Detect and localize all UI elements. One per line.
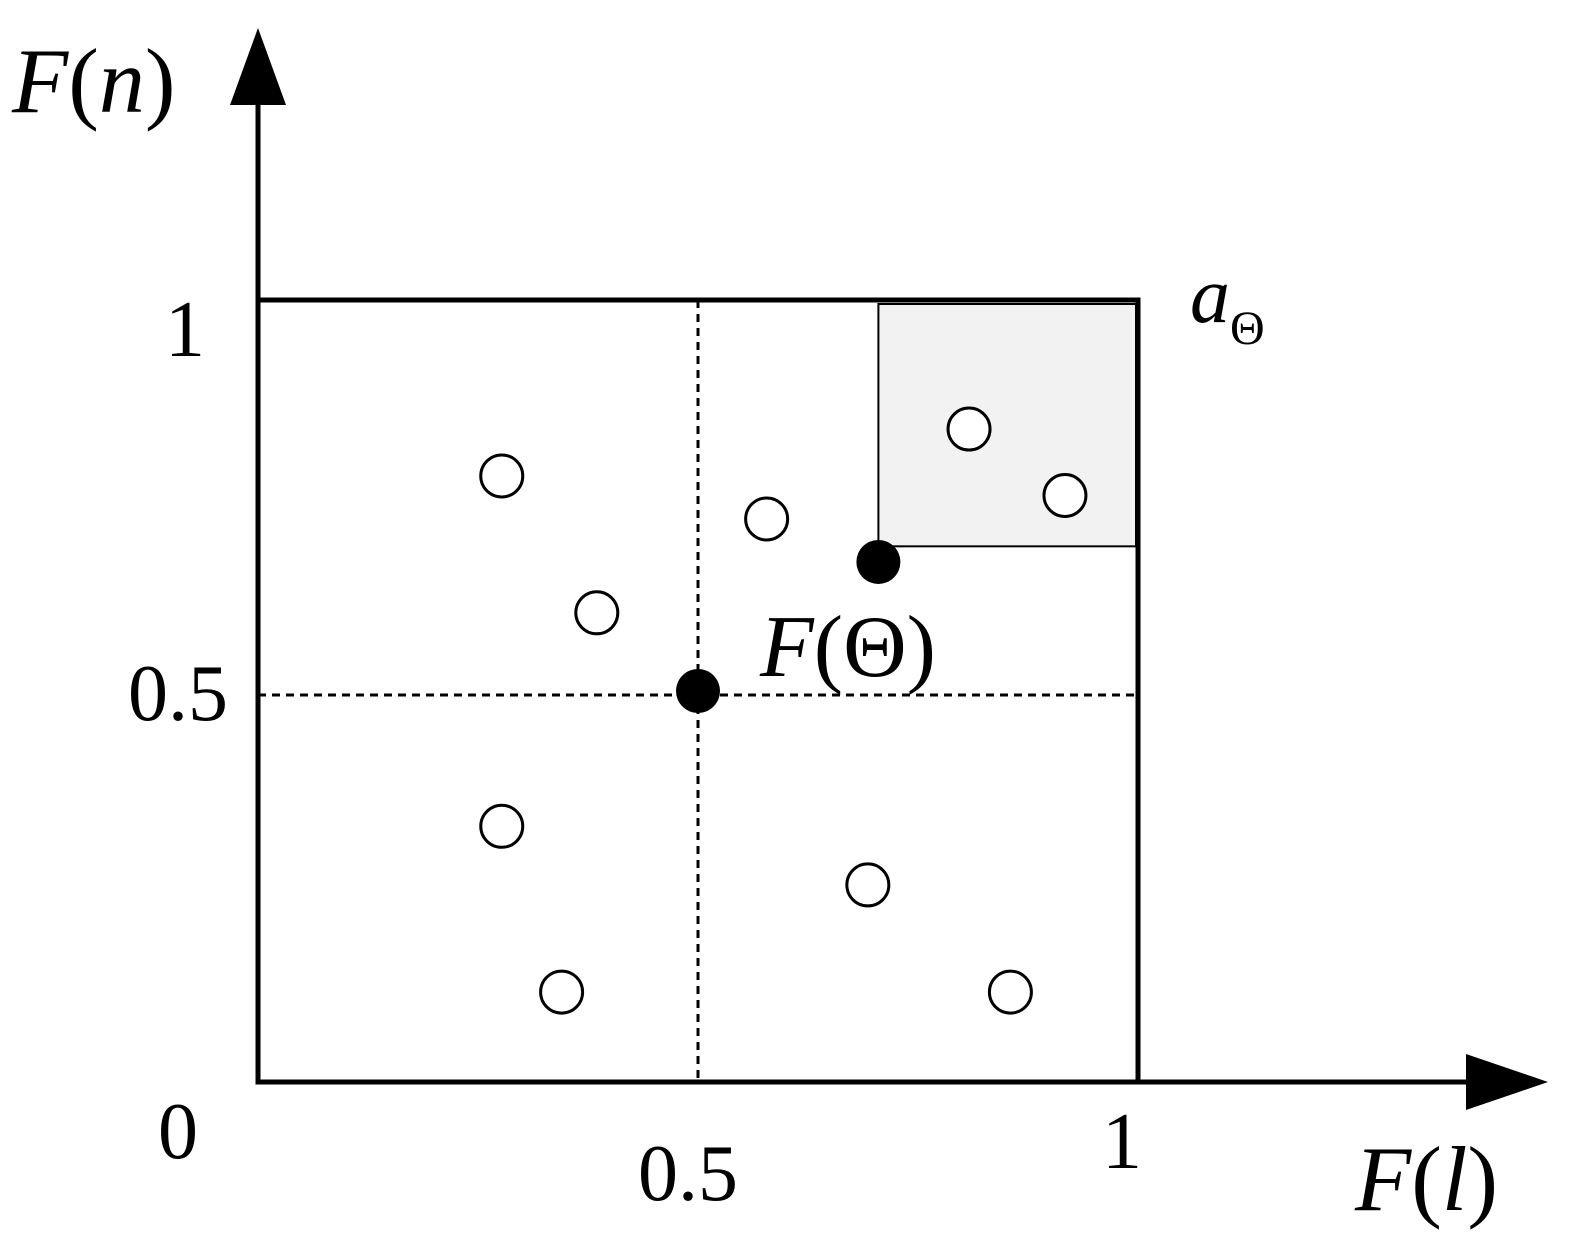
open-point-1 bbox=[479, 453, 525, 499]
y-axis-arrow bbox=[230, 28, 286, 105]
open-point-6 bbox=[479, 803, 525, 849]
x-axis-label: F(l) bbox=[1354, 1128, 1498, 1230]
x-tick-label-1: 1 bbox=[1102, 1098, 1142, 1186]
open-point-9 bbox=[987, 969, 1033, 1015]
origin-label: 0 bbox=[158, 1088, 198, 1176]
points-layer bbox=[479, 406, 1088, 1015]
x-tick-label-0.5: 0.5 bbox=[638, 1130, 738, 1218]
open-point-5 bbox=[1042, 473, 1088, 518]
y-tick-label-1: 1 bbox=[165, 286, 205, 374]
filled-point-1 bbox=[676, 669, 720, 713]
dominated-region bbox=[877, 303, 1138, 548]
y-tick-label-0.5: 0.5 bbox=[128, 650, 228, 738]
y-axis-label: F(n) bbox=[11, 30, 175, 132]
region-label: aΘ bbox=[1190, 252, 1265, 355]
open-point-2 bbox=[574, 590, 620, 636]
filled-point-2 bbox=[856, 539, 901, 584]
x-axis-arrow bbox=[1466, 1054, 1548, 1110]
open-point-3 bbox=[744, 496, 790, 542]
open-point-7 bbox=[539, 969, 585, 1015]
open-point-8 bbox=[845, 862, 891, 908]
open-point-4 bbox=[946, 406, 992, 452]
point-label: F(Θ) bbox=[759, 599, 936, 696]
